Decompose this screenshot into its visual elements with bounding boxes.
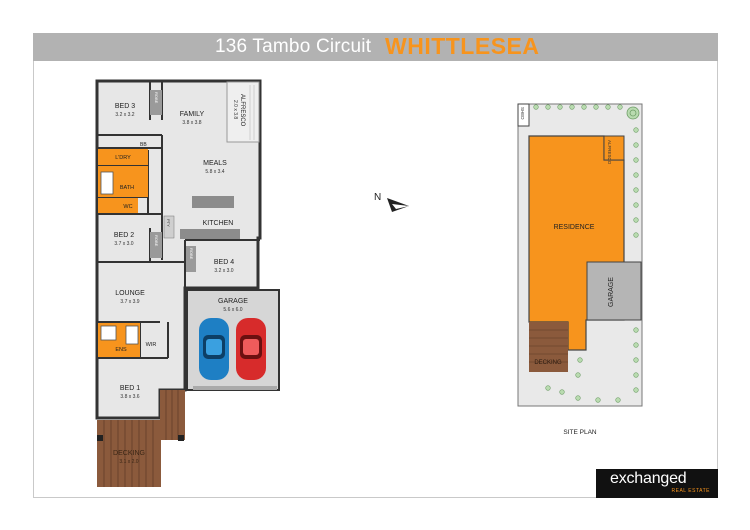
- robe-bed2: [150, 232, 162, 258]
- agency-logo: exchanged REAL ESTATE: [596, 469, 718, 498]
- pantry-label: PTY: [166, 219, 171, 227]
- site-tree: [626, 106, 640, 120]
- title-banner: 136 Tambo Circuit WHITTLESEA: [33, 33, 718, 61]
- garage-label: GARAGE: [218, 298, 248, 305]
- kitchen-island: [192, 196, 234, 208]
- site-decking-label: DECKING: [534, 360, 562, 366]
- ensuite-shower: [100, 325, 117, 341]
- site-garage: [586, 261, 642, 321]
- wc-label: WC: [123, 204, 132, 210]
- decking-label: DECKING: [113, 450, 145, 457]
- robe-label: ROBE: [154, 235, 159, 247]
- property-suburb: WHITTLESEA: [385, 33, 540, 59]
- alfresco-size: 2.0 x 3.8: [232, 100, 238, 119]
- site-garage-label: GARAGE: [608, 277, 615, 307]
- bed1-label: BED 1: [120, 385, 140, 392]
- family-label: FAMILY: [180, 111, 205, 118]
- bath-label: BATH: [120, 185, 134, 191]
- ensuite-label: ENS: [115, 347, 127, 353]
- garage-door: [193, 386, 277, 390]
- laundry-label: L'DRY: [115, 155, 131, 161]
- kitchen-bench: [180, 229, 240, 239]
- lounge-size: 3.7 x 3.9: [120, 299, 139, 305]
- wc-area: [98, 198, 138, 213]
- blue-car: [199, 318, 229, 380]
- bathtub: [100, 171, 114, 195]
- decking-post: [178, 435, 184, 441]
- decking-post: [97, 435, 103, 441]
- alfresco-label: ALFRESCO: [239, 94, 245, 127]
- site-residence-label: RESIDENCE: [554, 224, 595, 231]
- bed2-label: BED 2: [114, 232, 134, 239]
- bed1-size: 3.8 x 3.6: [120, 394, 139, 400]
- cupboard-label: BB: [140, 142, 147, 148]
- bed4-size: 3.2 x 3.0: [214, 268, 233, 274]
- robe-bed3: [150, 90, 162, 115]
- north-arrow-icon: [387, 198, 409, 212]
- site-decking: [529, 322, 568, 372]
- ensuite-vanity: [125, 325, 139, 345]
- bed3-label: BED 3: [115, 103, 135, 110]
- decking-boards: [103, 390, 179, 487]
- site-hedge: [533, 104, 639, 403]
- bed2-size: 3.7 x 3.0: [114, 241, 133, 247]
- decking-size: 3.1 x 2.0: [119, 459, 138, 465]
- compass-label: N: [374, 192, 381, 203]
- meals-size: 5.8 x 3.4: [205, 169, 224, 175]
- wir-label: WIR: [146, 342, 157, 348]
- meals-label: MEALS: [203, 160, 227, 167]
- decking: [97, 390, 185, 487]
- robe-bed4: [186, 246, 196, 272]
- property-address: 136 Tambo Circuit: [215, 36, 372, 57]
- kitchen-label: KITCHEN: [203, 220, 234, 227]
- site-alfresco: [603, 135, 625, 161]
- red-car: [236, 318, 266, 380]
- agency-logo-tagline: REAL ESTATE: [671, 488, 710, 494]
- site-shed-label: SHED: [520, 107, 525, 120]
- laundry-area: [98, 149, 148, 165]
- bed4-label: BED 4: [214, 259, 234, 266]
- agency-logo-name: exchanged: [610, 470, 687, 487]
- bed3-size: 3.2 x 3.2: [115, 112, 134, 118]
- family-size: 3.8 x 3.8: [182, 120, 201, 126]
- robe-label: ROBE: [154, 92, 159, 104]
- lounge-label: LOUNGE: [115, 290, 145, 297]
- pantry: [163, 215, 175, 239]
- robe-label: ROBE: [189, 248, 194, 260]
- alfresco-hatch: [249, 85, 255, 140]
- site-plan-caption: SITE PLAN: [563, 429, 597, 436]
- site-shed: [517, 103, 530, 127]
- garage-size: 5.6 x 6.0: [223, 307, 242, 313]
- site-alfresco-label: ALFRESCO: [607, 140, 612, 165]
